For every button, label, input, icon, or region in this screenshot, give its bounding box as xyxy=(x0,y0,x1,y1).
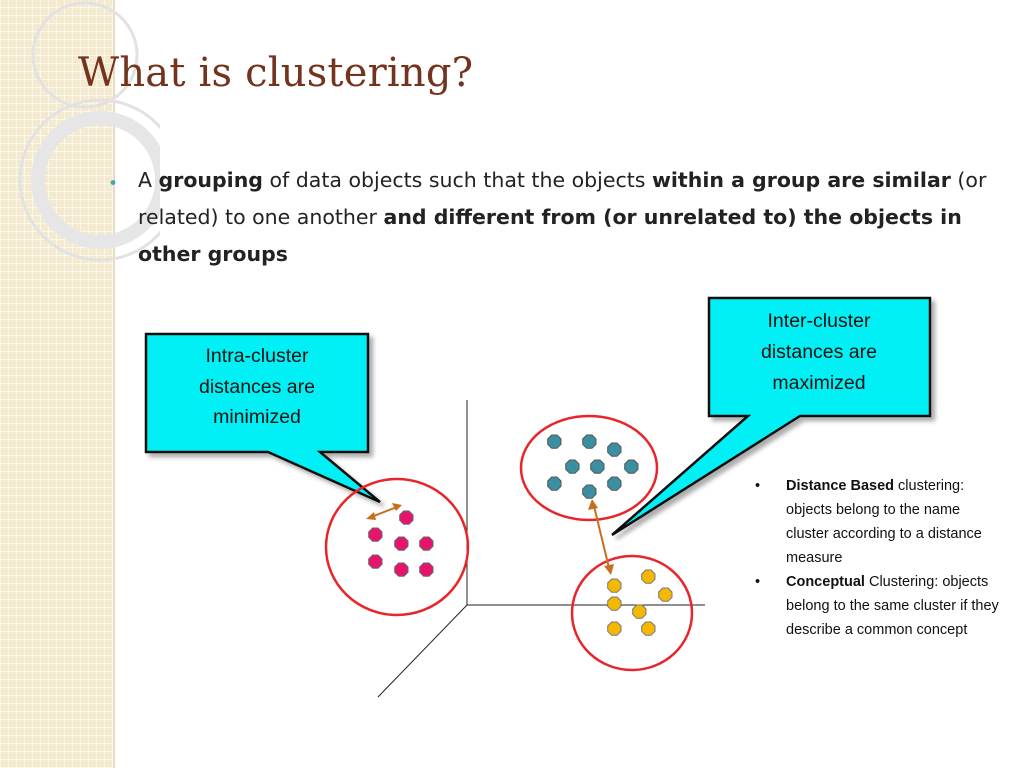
yellow-point xyxy=(658,587,673,602)
pink-point xyxy=(394,562,409,577)
teal-point xyxy=(582,434,597,449)
definition-bullet: A grouping of data objects such that the… xyxy=(138,162,998,273)
inter-callout-line-2: distances are xyxy=(761,341,877,363)
note-title: Conceptual xyxy=(786,574,865,590)
pink-cluster-points xyxy=(368,510,434,577)
yellow-point xyxy=(641,621,656,636)
note-body: clustering: objects belong to the name c… xyxy=(786,478,982,566)
note-body: Clustering: objects belong to the same c… xyxy=(786,574,999,638)
bullet-marker: • xyxy=(108,174,119,194)
yellow-point xyxy=(607,596,622,611)
teal-point xyxy=(624,459,639,474)
teal-point xyxy=(547,434,562,449)
decorative-rings xyxy=(18,1,160,262)
pink-point xyxy=(419,536,434,551)
axis-z xyxy=(377,604,468,698)
bullet-text-part: A xyxy=(138,168,159,192)
teal-point xyxy=(547,476,562,491)
inter-cluster-callout xyxy=(611,296,932,537)
note-title: Distance Based xyxy=(786,478,894,494)
pink-point xyxy=(394,536,409,551)
teal-point xyxy=(565,459,580,474)
yellow-cluster-points xyxy=(607,569,673,636)
teal-cluster-points xyxy=(547,434,639,499)
pink-point xyxy=(368,527,383,542)
intra-callout-line-3: minimized xyxy=(213,406,301,428)
teal-point xyxy=(607,476,622,491)
bullet-bold-different: and different from (or unrelated to) the… xyxy=(138,205,962,266)
note-conceptual: • Conceptual Clustering: objects belong t… xyxy=(755,570,1005,642)
bullet-text-part: (or related) to one another xyxy=(138,168,987,229)
strip-edge-line xyxy=(113,0,115,768)
bullet-bold-grouping: grouping xyxy=(158,168,263,192)
side-notes: • Distance Based clustering: objects belo… xyxy=(755,474,1005,642)
teal-point xyxy=(582,484,597,499)
intra-distance-arrow xyxy=(366,503,402,520)
yellow-point xyxy=(607,578,622,593)
inter-callout-line-1: Inter-cluster xyxy=(768,310,871,332)
yellow-point xyxy=(632,604,647,619)
inter-callout-line-3: maximized xyxy=(772,372,865,394)
pink-point xyxy=(368,554,383,569)
note-distance-based: • Distance Based clustering: objects belo… xyxy=(755,474,1005,570)
pink-point xyxy=(419,562,434,577)
cluster-ring-yellow xyxy=(570,554,694,672)
intra-callout-line-1: Intra-cluster xyxy=(206,345,309,367)
inter-distance-arrow xyxy=(588,499,614,575)
yellow-point xyxy=(641,569,656,584)
teal-point xyxy=(590,459,605,474)
cluster-ring-teal xyxy=(519,414,659,522)
intra-callout-line-2: distances are xyxy=(199,376,315,398)
yellow-point xyxy=(607,621,622,636)
teal-point xyxy=(607,442,622,457)
page-title: What is clustering? xyxy=(78,50,474,96)
cluster-ring-pink xyxy=(324,477,470,617)
intra-cluster-callout xyxy=(144,332,381,504)
note-bullet: • xyxy=(755,478,761,494)
note-bullet: • xyxy=(755,574,761,590)
bullet-bold-similar: within a group are similar xyxy=(651,168,951,192)
bullet-text-part: of data objects such that the objects xyxy=(262,168,652,192)
pink-point xyxy=(399,510,414,525)
